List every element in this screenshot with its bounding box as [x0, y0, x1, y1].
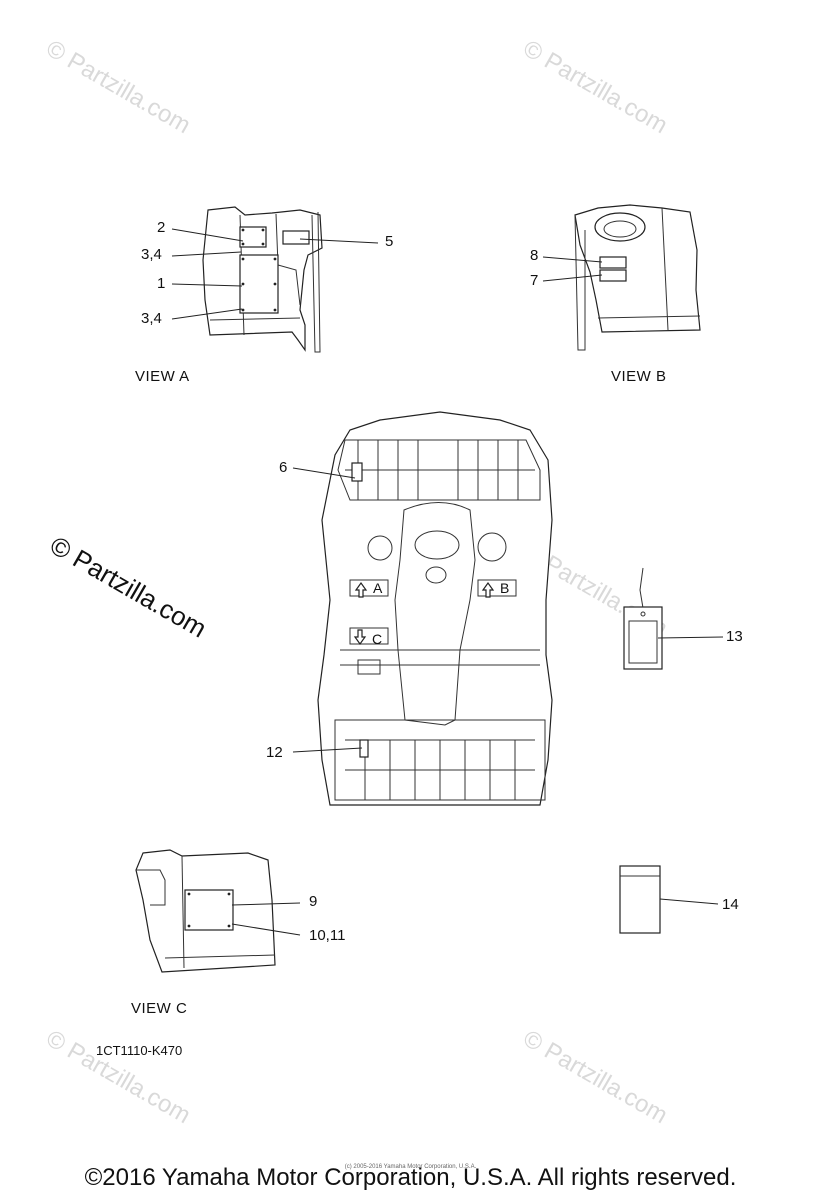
copyright-footer: ©2016 Yamaha Motor Corporation, U.S.A. A…: [84, 1164, 737, 1191]
callout-9: 9: [309, 893, 318, 910]
callout-2: 2: [157, 219, 166, 236]
hang-tag: [623, 567, 663, 670]
view-a-fender: [202, 206, 323, 353]
diagram-code: 1CT1110-K470: [96, 1043, 183, 1058]
view-c-fender: [135, 849, 276, 973]
vehicle-mark-a: A: [373, 580, 383, 596]
view-a-label: VIEW A: [135, 368, 190, 385]
manual-pack: [619, 865, 661, 934]
callout-7: 7: [530, 272, 539, 289]
tiny-credit: (c) 2005-2016 Yamaha Motor Corporation, …: [344, 1164, 477, 1170]
view-b-label: VIEW B: [611, 368, 667, 385]
vehicle-top-view: [317, 411, 553, 806]
callout-13: 13: [726, 628, 743, 645]
view-c-label: VIEW C: [131, 1000, 188, 1017]
vehicle-mark-b: B: [500, 580, 510, 596]
vehicle-mark-c: C: [372, 631, 383, 647]
view-b-fender: [574, 204, 701, 351]
callout-6: 6: [279, 459, 288, 476]
callout-5: 5: [385, 233, 394, 250]
callout-3-4-top: 3,4: [141, 246, 162, 263]
callout-14: 14: [722, 896, 739, 913]
callout-3-4-bottom: 3,4: [141, 310, 162, 327]
callout-1: 1: [157, 275, 166, 292]
callout-8: 8: [530, 247, 539, 264]
callout-12: 12: [266, 744, 283, 761]
callout-10-11: 10,11: [309, 927, 346, 944]
